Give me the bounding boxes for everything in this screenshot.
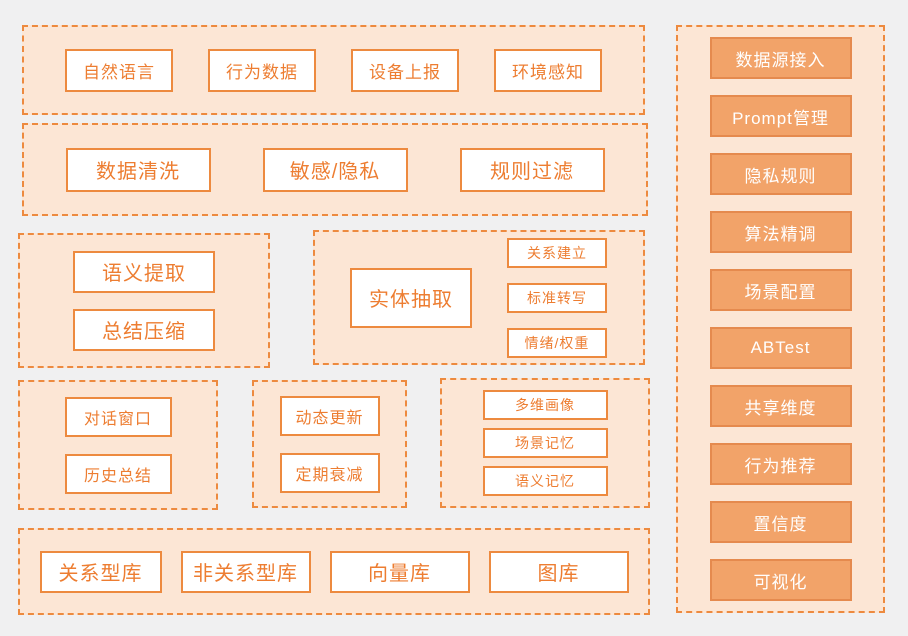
cleaning-node: 敏感/隐私	[262, 147, 408, 192]
storage-node: 图库	[488, 550, 629, 593]
panel-management-column: 数据源接入 Prompt管理隐私规则算法精调场景配置 ABTest 共享维度行为推荐置…	[676, 25, 885, 613]
management-node: ABTest	[709, 327, 852, 369]
management-node: 数据源接入	[709, 37, 852, 79]
panel-entity-extraction: 实体抽取 关系建立标准转写情绪/权重	[313, 230, 645, 365]
panel-update-policy: 动态更新定期衰减	[252, 380, 407, 508]
management-node: 行为推荐	[709, 443, 852, 485]
management-node: 可视化	[709, 559, 852, 601]
panel-data-cleaning: 数据清洗 敏感/隐私 规则过滤	[22, 123, 648, 216]
management-node: 置信度	[709, 501, 852, 543]
entity-subnodes: 关系建立标准转写情绪/权重	[507, 237, 607, 358]
data-source-node: 环境感知	[494, 48, 602, 92]
storage-node: 非关系型库	[180, 550, 311, 593]
entity-sub-node: 情绪/权重	[507, 327, 607, 358]
storage-node: 向量库	[329, 550, 470, 593]
panel-semantic-processing: 语义提取总结压缩	[18, 233, 270, 368]
panel-memory-types: 多维画像场景记忆语义记忆	[440, 378, 650, 508]
dialog-node: 对话窗口	[64, 396, 172, 437]
data-source-node: 设备上报	[351, 48, 459, 92]
semantic-node: 总结压缩	[73, 308, 215, 351]
panel-storage-databases: 关系型库非关系型库向量库图库	[18, 528, 650, 615]
entity-extraction-node: 实体抽取	[350, 267, 472, 328]
dialog-node: 历史总结	[64, 453, 172, 494]
management-node: Prompt管理	[709, 95, 852, 137]
cleaning-node: 规则过滤	[459, 147, 605, 192]
management-node: 隐私规则	[709, 153, 852, 195]
panel-data-sources: 自然语言行为数据设备上报环境感知	[22, 25, 645, 115]
entity-sub-node: 关系建立	[507, 237, 607, 268]
panel-dialog-memory: 对话窗口历史总结	[18, 380, 218, 510]
memory-node: 语义记忆	[482, 466, 608, 496]
storage-node: 关系型库	[39, 550, 162, 593]
cleaning-node: 数据清洗	[65, 147, 211, 192]
management-node: 算法精调	[709, 211, 852, 253]
semantic-node: 语义提取	[73, 250, 215, 293]
memory-node: 场景记忆	[482, 428, 608, 458]
data-source-node: 行为数据	[208, 48, 316, 92]
memory-node: 多维画像	[482, 390, 608, 420]
update-node: 动态更新	[279, 395, 380, 436]
management-node: 场景配置	[709, 269, 852, 311]
update-node: 定期衰减	[279, 452, 380, 493]
data-source-node: 自然语言	[65, 48, 173, 92]
entity-sub-node: 标准转写	[507, 282, 607, 313]
management-node: 共享维度	[709, 385, 852, 427]
